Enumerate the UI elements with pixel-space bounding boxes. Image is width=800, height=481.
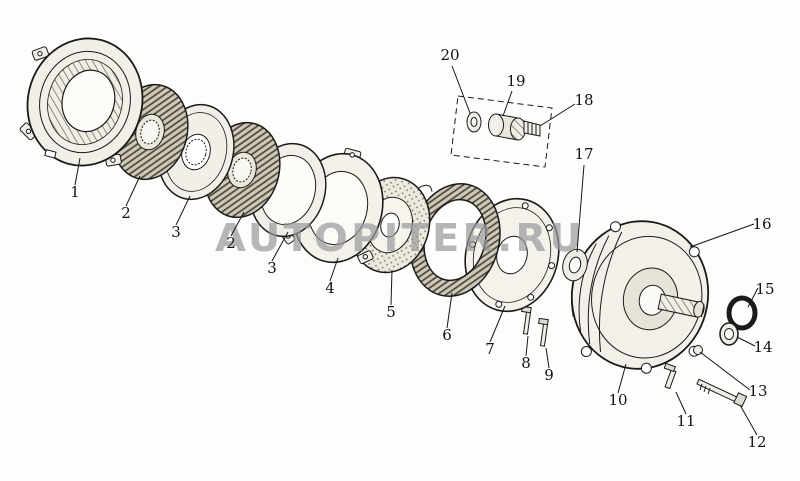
part-label-7: 7 (485, 340, 495, 358)
leader-line-3 (175, 195, 191, 226)
seal-ring (726, 295, 758, 331)
bearing-washer (466, 111, 482, 133)
stud-short (521, 305, 532, 335)
part-label-2b: 2 (226, 234, 236, 252)
leader-lines (74, 65, 759, 436)
watermark: AUTOPITER.RU (215, 216, 585, 260)
leader-line-8 (446, 292, 453, 329)
part-label-18: 18 (574, 91, 593, 109)
part-label-19: 19 (506, 72, 525, 90)
part-label-16: 16 (752, 215, 771, 233)
part-label-13: 13 (748, 382, 767, 400)
leader-line-18 (689, 223, 755, 248)
part-label-3b: 3 (267, 259, 277, 277)
part-label-3: 3 (171, 223, 181, 241)
leader-line-15 (699, 351, 751, 391)
leader-line-13 (675, 391, 687, 415)
part-label-1: 1 (70, 183, 80, 201)
leader-line-9 (489, 305, 506, 343)
part-label-15: 15 (755, 280, 774, 298)
part-label-5: 5 (386, 303, 396, 321)
leader-line-11 (545, 347, 550, 369)
leader-line-1 (74, 157, 81, 186)
washer (719, 322, 739, 346)
leader-line-2 (125, 175, 141, 207)
leader-line-12 (617, 363, 627, 394)
leader-line-10 (525, 335, 529, 357)
clutch-housing (570, 220, 710, 374)
part-label-20: 20 (440, 46, 459, 64)
stud-long (538, 317, 549, 347)
release-bearing-group (450, 95, 553, 168)
leader-line-20 (539, 103, 576, 127)
dashed-box (450, 95, 553, 168)
leader-line-7 (390, 269, 393, 306)
callout-labels: 1 2 3 2 3 4 5 6 7 8 9 10 11 12 13 14 15 … (70, 46, 774, 451)
bearing-threaded-end (523, 120, 541, 137)
leader-line-16 (736, 336, 756, 347)
release-sleeve (562, 248, 588, 282)
leader-line-4 (230, 211, 245, 237)
part-label-11: 11 (676, 412, 695, 430)
leader-line-22 (451, 65, 471, 114)
part-label-14: 14 (753, 338, 772, 356)
part-label-6: 6 (442, 326, 452, 344)
part-label-9: 9 (544, 366, 554, 384)
leader-line-14 (739, 404, 758, 436)
output-shaft (657, 293, 708, 318)
part-label-4: 4 (325, 279, 335, 297)
leader-line-19 (576, 164, 585, 253)
part-label-10: 10 (608, 391, 627, 409)
part-label-8: 8 (521, 354, 531, 372)
leader-line-6 (329, 257, 339, 282)
bolt-long (696, 378, 748, 408)
stud-small (663, 362, 677, 390)
leader-line-21 (502, 90, 513, 117)
gasket-ring (409, 183, 501, 297)
part-label-17: 17 (574, 145, 593, 163)
release-bearing (488, 113, 526, 141)
leader-line-5 (271, 231, 289, 262)
leader-line-17 (747, 287, 759, 308)
part-label-2: 2 (121, 204, 131, 222)
pressure-plate-cover (19, 37, 144, 167)
part-label-12: 12 (747, 433, 766, 451)
